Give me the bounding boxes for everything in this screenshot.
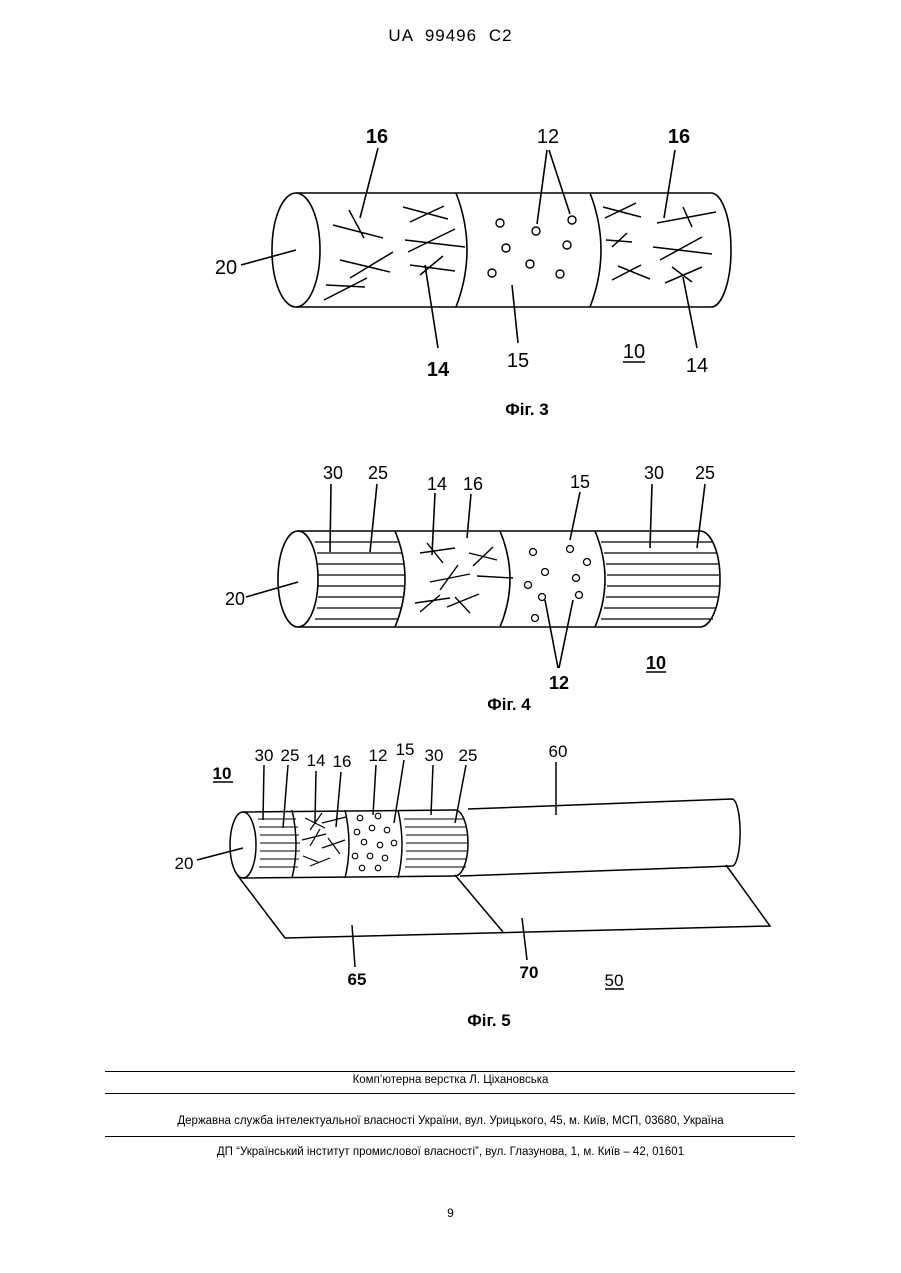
label-10: 10 bbox=[213, 764, 232, 783]
label-15: 15 bbox=[507, 350, 529, 372]
label-16: 16 bbox=[333, 752, 352, 771]
label-30-right: 30 bbox=[644, 463, 664, 483]
label-15: 15 bbox=[570, 472, 590, 492]
footer-divider-top bbox=[105, 1071, 795, 1072]
label-30-left: 30 bbox=[323, 463, 343, 483]
figure-3-caption: Фіг. 3 bbox=[505, 400, 549, 419]
label-16-left: 16 bbox=[366, 126, 388, 148]
page-number: 9 bbox=[0, 1206, 901, 1220]
label-70: 70 bbox=[520, 963, 539, 982]
patent-number: UA 99496 C2 bbox=[0, 26, 901, 46]
figure-3: 16 12 16 20 14 15 10 14 Фіг. 3 bbox=[0, 100, 901, 430]
label-14-left: 14 bbox=[427, 359, 450, 381]
figure-5: 10 30 25 14 16 12 15 30 25 60 20 65 70 5… bbox=[0, 735, 901, 1035]
label-10: 10 bbox=[646, 653, 666, 673]
label-25-right: 25 bbox=[695, 463, 715, 483]
label-25-right: 25 bbox=[459, 746, 478, 765]
label-15: 15 bbox=[396, 740, 415, 759]
label-14-right: 14 bbox=[686, 355, 708, 377]
footer-divider-bottom bbox=[105, 1136, 795, 1137]
footer-divider-middle bbox=[105, 1093, 795, 1094]
label-14: 14 bbox=[307, 751, 326, 770]
institute-address: ДП “Український інститут промислової вла… bbox=[0, 1146, 901, 1158]
label-12: 12 bbox=[369, 746, 388, 765]
label-60: 60 bbox=[549, 742, 568, 761]
label-20: 20 bbox=[175, 854, 194, 873]
label-16-right: 16 bbox=[668, 126, 690, 148]
agency-address: Державна служба інтелектуальної власност… bbox=[0, 1115, 901, 1127]
label-65: 65 bbox=[348, 970, 367, 989]
label-25-left: 25 bbox=[368, 463, 388, 483]
label-20: 20 bbox=[225, 589, 245, 609]
figure-4-caption: Фіг. 4 bbox=[487, 695, 531, 714]
typesetting-credit: Комп’ютерна верстка Л. Ціхановська bbox=[0, 1074, 901, 1086]
figure-4: 30 25 14 16 15 30 25 20 12 10 Фіг. 4 bbox=[0, 455, 901, 720]
label-30-left: 30 bbox=[255, 746, 274, 765]
label-30-right: 30 bbox=[425, 746, 444, 765]
label-25-left: 25 bbox=[281, 746, 300, 765]
label-16: 16 bbox=[463, 474, 483, 494]
label-20: 20 bbox=[215, 257, 237, 279]
label-10: 10 bbox=[623, 341, 645, 363]
figure-5-caption: Фіг. 5 bbox=[467, 1011, 511, 1030]
label-50: 50 bbox=[605, 971, 624, 990]
label-14: 14 bbox=[427, 474, 447, 494]
label-12: 12 bbox=[537, 126, 559, 148]
label-12: 12 bbox=[549, 673, 569, 693]
